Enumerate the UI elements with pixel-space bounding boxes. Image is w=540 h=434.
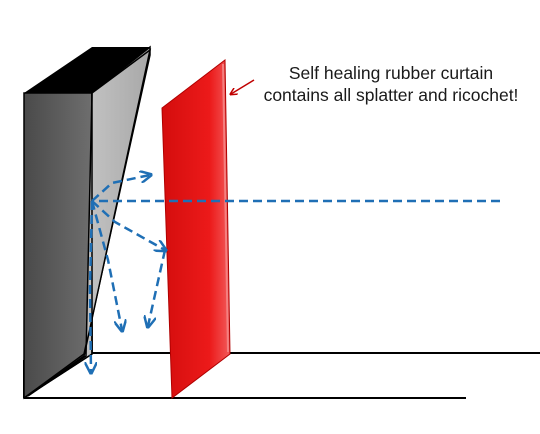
ricochet-right: [91, 200, 165, 250]
caption-line-2: contains all splatter and ricochet!: [263, 85, 519, 105]
rubber-curtain-highlight: [222, 63, 229, 353]
caption-pointer-arrow: [231, 79, 255, 94]
ricochet-mid: [90, 200, 122, 330]
trap-block-side: [23, 92, 93, 400]
trajectory-paths: [90, 175, 500, 372]
ricochet-up: [91, 175, 150, 202]
caption-line-1: Self healing rubber curtain: [288, 63, 494, 83]
ricochet-bounce: [148, 249, 167, 326]
trap-block-top: [24, 47, 150, 93]
curtain-caption: Self healing rubber curtain contains all…: [255, 62, 527, 106]
ricochet-down: [90, 200, 92, 372]
rubber-curtain-panel: [161, 59, 231, 399]
trap-block: [23, 45, 152, 400]
trap-block-front-face: [27, 48, 152, 397]
rubber-curtain: [161, 59, 231, 399]
